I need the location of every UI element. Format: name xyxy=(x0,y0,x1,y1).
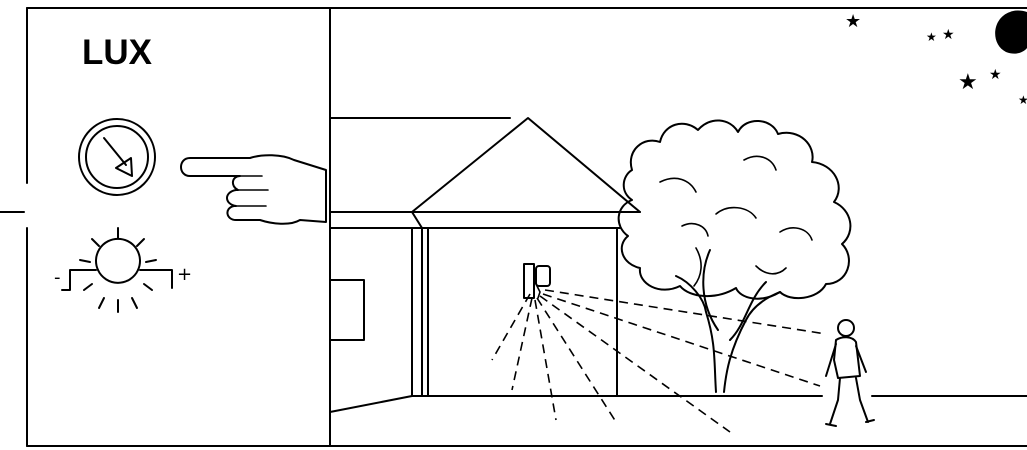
star-icon: ★ xyxy=(845,11,861,32)
left-edge-mark xyxy=(0,8,27,446)
lux-title: LUX xyxy=(82,33,153,72)
minus-label: - xyxy=(54,267,61,288)
plus-label: + xyxy=(177,264,192,285)
walking-person-icon xyxy=(826,320,874,426)
motion-sensor-light-icon xyxy=(524,264,550,298)
night-sky: ★ ★ ★ ★ ★ ★ xyxy=(845,11,1027,108)
star-icon: ★ xyxy=(958,70,978,95)
star-icon: ★ xyxy=(989,67,1002,83)
pointing-hand-icon xyxy=(181,155,326,224)
tree xyxy=(619,120,851,392)
circle-arrow-down-right-icon[interactable] xyxy=(79,119,155,195)
house xyxy=(330,118,1027,412)
star-icon: ★ xyxy=(1018,93,1027,107)
moon-icon xyxy=(995,11,1027,54)
sun-icon[interactable]: - + xyxy=(54,228,192,312)
star-icon: ★ xyxy=(942,27,955,43)
detection-zone xyxy=(492,290,826,432)
star-icon: ★ xyxy=(926,30,937,44)
